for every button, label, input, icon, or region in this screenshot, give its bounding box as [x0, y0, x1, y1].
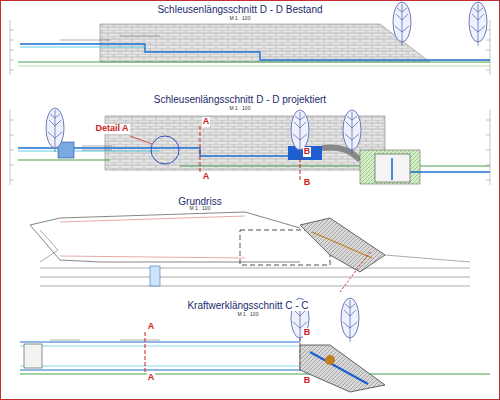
- scale-note: M 1 : 100: [189, 206, 212, 212]
- section-title: Kraftwerklängsschnitt C - C: [186, 300, 309, 311]
- section-marker: B: [303, 147, 312, 157]
- detail-callout: Detail A: [94, 124, 129, 134]
- section-marker: A: [147, 373, 156, 383]
- section-title: Schleusenlängsschnitt D - D projektiert: [153, 94, 327, 105]
- section-marker: A: [147, 322, 156, 332]
- section-title: Schleusenlängsschnitt D - D Bestand: [156, 4, 323, 15]
- section-marker: B: [303, 376, 312, 386]
- scale-note: M 1 : 100: [229, 106, 252, 112]
- section-marker: B: [303, 328, 312, 338]
- scale-note: M 1 : 100: [229, 16, 252, 22]
- scale-note: M 1 : 100: [237, 312, 260, 318]
- section-marker: B: [303, 178, 312, 188]
- section-marker: A: [202, 172, 211, 182]
- section-marker: A: [202, 117, 211, 127]
